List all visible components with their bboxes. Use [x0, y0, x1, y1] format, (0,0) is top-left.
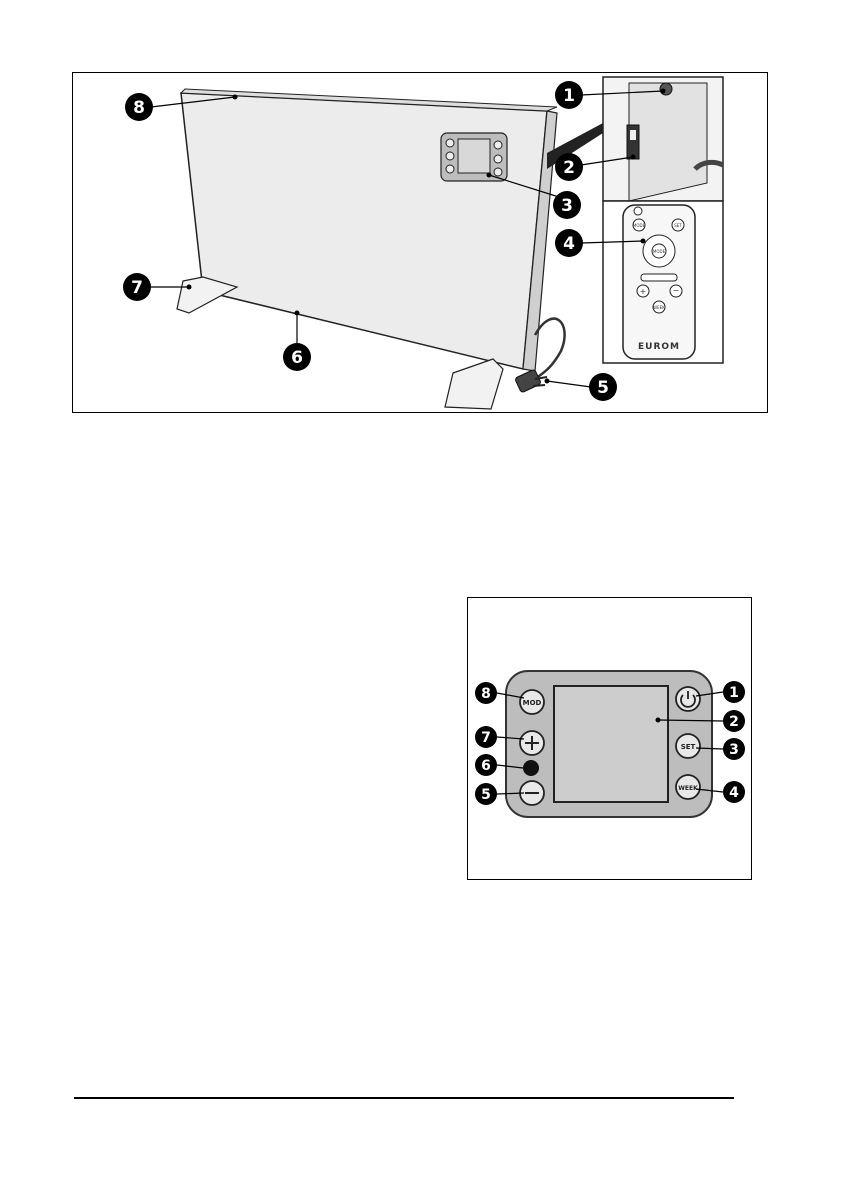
svg-text:MOD: MOD [523, 699, 542, 707]
svg-text:6: 6 [481, 758, 491, 774]
remote-brand-logo: EUROM [638, 342, 680, 352]
heater-right-foot [445, 359, 503, 409]
svg-text:2: 2 [563, 158, 575, 178]
svg-text:3: 3 [729, 742, 739, 758]
heater-button [494, 168, 502, 176]
lcd-display [554, 686, 668, 802]
callout-badge-8: 8 [125, 93, 153, 121]
mod-button: MOD [520, 690, 544, 714]
svg-text:5: 5 [597, 378, 609, 398]
svg-text:SET: SET [681, 743, 696, 751]
set-button: SET [676, 734, 700, 758]
remote-mode-label: MODE [633, 223, 646, 228]
panel-badge-7: 7 [475, 726, 497, 748]
switch-rocker [630, 130, 636, 140]
svg-text:8: 8 [133, 98, 145, 118]
svg-text:2: 2 [729, 714, 739, 730]
callout-badge-1: 1 [555, 81, 583, 109]
callout-badge-5: 5 [589, 373, 617, 401]
svg-text:8: 8 [481, 686, 491, 702]
remote-set-label: SET [674, 223, 682, 228]
remote-minus-icon: − [673, 286, 680, 295]
callout-badge-2: 2 [555, 153, 583, 181]
heater-button [446, 152, 454, 160]
remote-timer-button [641, 274, 677, 281]
svg-text:4: 4 [563, 234, 575, 254]
power-plug [515, 369, 542, 393]
svg-text:WEEK: WEEK [678, 785, 698, 792]
heater-overview-figure: MODE SET MODE + − WEEK EUROM [72, 72, 768, 413]
callout-badge-7: 7 [123, 273, 151, 301]
panel-badge-2: 2 [723, 710, 745, 732]
heater-button [446, 165, 454, 173]
remote-power-button [634, 207, 642, 215]
svg-text:5: 5 [481, 787, 491, 803]
heater-button [494, 155, 502, 163]
svg-text:1: 1 [729, 685, 739, 701]
svg-text:7: 7 [131, 278, 143, 298]
panel-badge-3: 3 [723, 738, 745, 760]
remote-ok-label: MODE [653, 249, 666, 254]
heater-side-closeup [629, 83, 707, 201]
panel-badge-8: 8 [475, 682, 497, 704]
plug-pin [533, 385, 545, 386]
heater-display [458, 139, 490, 173]
remote-week-label: WEEK [653, 305, 665, 310]
power-cord [535, 319, 565, 379]
control-panel-illustration: MOD SET WEEK [468, 598, 753, 881]
svg-text:1: 1 [563, 86, 575, 106]
svg-text:6: 6 [291, 348, 303, 368]
panel-badge-5: 5 [475, 783, 497, 805]
remote-plus-icon: + [640, 287, 647, 296]
panel-badge-1: 1 [723, 681, 745, 703]
week-button: WEEK [676, 775, 700, 799]
heater-illustration: MODE SET MODE + − WEEK EUROM [73, 73, 769, 414]
footer-rule [74, 1097, 734, 1099]
svg-text:4: 4 [729, 785, 739, 801]
heater-button [494, 141, 502, 149]
panel-badge-4: 4 [723, 781, 745, 803]
display-leader-dot [656, 718, 661, 723]
plus-button [520, 731, 544, 755]
power-button [676, 687, 700, 711]
callout-badge-4: 4 [555, 229, 583, 257]
svg-text:3: 3 [561, 196, 573, 216]
callout-badge-6: 6 [283, 343, 311, 371]
indicator-light [523, 760, 539, 776]
callout-badge-3: 3 [553, 191, 581, 219]
control-panel-figure: MOD SET WEEK [467, 597, 752, 880]
heater-button [446, 139, 454, 147]
leader-5 [547, 381, 591, 387]
svg-text:7: 7 [481, 730, 491, 746]
panel-badge-6: 6 [475, 754, 497, 776]
